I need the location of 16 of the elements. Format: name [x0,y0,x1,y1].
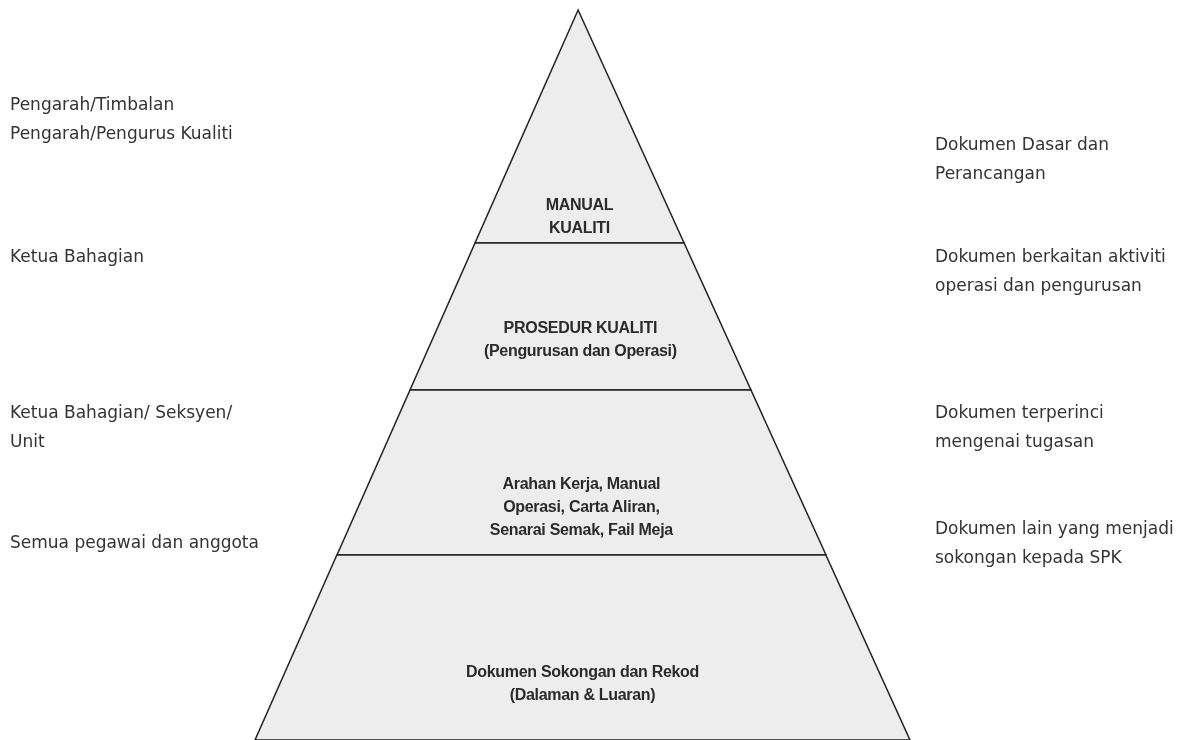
pyramid-apex [474,10,684,243]
level-text: PROSEDUR KUALITI (Pengurusan dan Operasi) [482,318,678,361]
document-description: Dokumen lain yang menjadi sokongan kepada SPK [935,517,1175,569]
document-description: Dokumen Dasar dan Perancangan [935,133,1110,185]
pyramid-level [409,243,751,390]
pyramid-level [336,390,826,555]
document-description: Dokumen berkaitan aktiviti operasi dan pengurusan [935,245,1167,297]
role-text: Pengarah/Timbalan Pengarah/Pengurus Kualiti [10,93,234,145]
level-text: Dokumen Sokongan dan Rekod (Dalaman & Luaran) [464,662,701,705]
role-text: Semua pegawai dan anggota [10,531,260,554]
document-description: Dokumen terperinci mengenai tugasan [935,401,1105,453]
role-text: Ketua Bahagian/ Seksyen/ Unit [10,401,234,453]
level-text: MANUAL KUALITI [544,195,615,238]
level-text: Arahan Kerja, Manual Operasi, Carta Aliran, Senarai Semak, Fail Meja [488,474,674,540]
role-text: Ketua Bahagian [10,245,145,268]
pyramid-level [255,555,910,740]
